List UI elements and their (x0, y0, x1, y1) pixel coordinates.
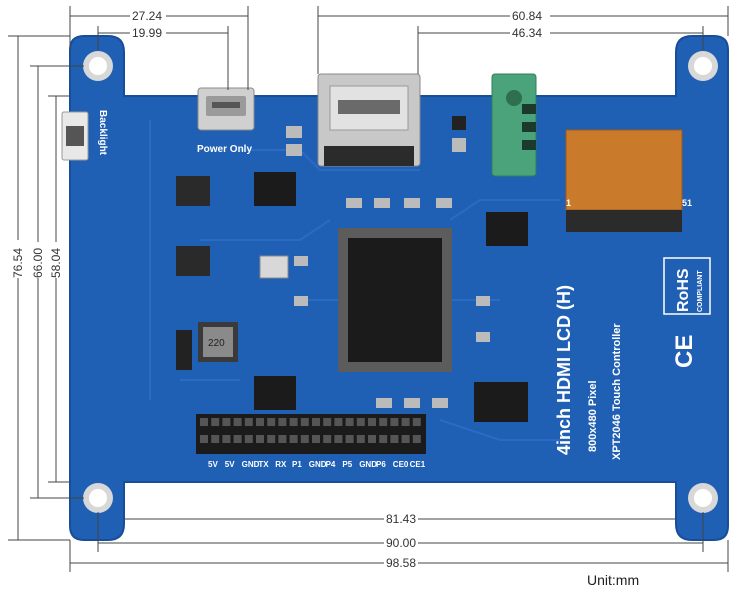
gpio-pin-hole (312, 418, 320, 426)
dim-left-middle: 66.00 (31, 248, 45, 278)
gpio-pin-hole (222, 418, 231, 426)
inductor (198, 322, 238, 362)
dim-left-inner: 58.04 (49, 248, 63, 278)
gpio-pin-hole (368, 435, 376, 443)
gpio-pin-hole (334, 418, 343, 426)
gpio-pin-hole (356, 418, 365, 426)
micro-usb-port[interactable] (197, 87, 255, 131)
ic-chips (176, 172, 528, 422)
pcb-traces (149, 120, 560, 441)
dimension-lines (8, 6, 729, 572)
gpio-pin-label: P5 (342, 460, 352, 469)
mounting-hole-bottom-left (83, 483, 113, 513)
fpc-display-connector[interactable] (562, 124, 692, 234)
gpio-pin-label: P4 (326, 460, 336, 469)
gpio-pin-hole (233, 418, 242, 426)
gpio-pin-holes (200, 418, 421, 443)
touch-controller-label: XPT2046 Touch Controller (611, 323, 623, 460)
inductor-marking: 220 (208, 338, 225, 349)
gpio-pin-hole (345, 418, 354, 426)
gpio-pin-label: GND (309, 460, 327, 469)
gpio-pin-hole (244, 435, 253, 443)
gpio-pin-label: P1 (292, 460, 302, 469)
gpio-pin-hole (200, 418, 208, 426)
ce-mark: CE (671, 335, 698, 368)
audio-jack[interactable] (491, 73, 537, 177)
dim-bottom-inner: 81.43 (386, 512, 416, 526)
unit-label: Unit:mm (587, 572, 640, 588)
gpio-pin-hole (256, 435, 264, 443)
resolution-label: 800x480 Pixel (587, 380, 599, 452)
gpio-pin-hole (211, 435, 220, 443)
dim-left-outer: 76.54 (11, 248, 25, 278)
gpio-pin-hole (289, 435, 298, 443)
backlight-label: Backlight (97, 110, 108, 156)
gpio-pin-label: GND (359, 460, 377, 469)
dim-bottom-outer: 98.58 (386, 556, 416, 570)
gpio-pin-hole (401, 418, 410, 426)
gpio-pin-label: RX (275, 460, 287, 469)
gpio-pin-hole (278, 418, 287, 426)
mounting-hole-bottom-right (688, 483, 718, 513)
connector-pin-last: 51 (682, 198, 692, 208)
gpio-pin-hole (334, 435, 343, 443)
gpio-pin-hole (300, 418, 309, 426)
product-title: 4inch HDMI LCD (H) (554, 285, 574, 455)
mounting-hole-top-left (83, 51, 113, 81)
gpio-pin-label: TX (258, 460, 269, 469)
gpio-pin-hole (267, 435, 276, 443)
gpio-pin-hole (256, 418, 264, 426)
gpio-pin-label: P6 (376, 460, 386, 469)
gpio-pin-hole (244, 418, 253, 426)
gpio-pin-hole (379, 418, 388, 426)
gpio-pin-hole (267, 418, 276, 426)
passive-components (176, 116, 490, 408)
connector-pin-first: 1 (566, 198, 571, 208)
gpio-pin-hole (390, 418, 399, 426)
dim-bottom-middle: 90.00 (386, 536, 416, 550)
hdmi-port[interactable] (317, 73, 421, 167)
gpio-pin-hole (412, 418, 421, 426)
main-chip (338, 228, 452, 372)
mounting-hole-top-right (688, 51, 718, 81)
gpio-pin-label: CE1 (410, 460, 426, 469)
dim-top-right-inner: 46.34 (512, 26, 542, 40)
rohs-compliant-label: COMPLIANT (697, 270, 704, 312)
gpio-pin-label: CE0 (393, 460, 409, 469)
backlight-switch[interactable] (61, 111, 89, 161)
gpio-pin-label: GND (242, 460, 260, 469)
gpio-pin-hole (312, 435, 320, 443)
compliance-marks (663, 257, 711, 315)
gpio-pin-hole (200, 435, 208, 443)
gpio-pin-hole (289, 418, 298, 426)
dimension-labels: 27.24 19.99 60.84 46.34 76.54 66.00 58.0… (10, 9, 550, 570)
gpio-pin-hole (323, 435, 332, 443)
rohs-mark: RoHS (675, 268, 692, 312)
gpio-pin-hole (233, 435, 242, 443)
gpio-pin-hole (379, 435, 388, 443)
power-only-label: Power Only (197, 144, 252, 155)
gpio-pin-hole (300, 435, 309, 443)
gpio-pin-hole (401, 435, 410, 443)
gpio-pin-hole (345, 435, 354, 443)
gpio-pin-hole (412, 435, 421, 443)
gpio-pin-hole (356, 435, 365, 443)
gpio-pin-hole (278, 435, 287, 443)
gpio-pin-hole (222, 435, 231, 443)
gpio-pin-hole (211, 418, 220, 426)
gpio-pin-hole (323, 418, 332, 426)
dim-top-right-outer: 60.84 (512, 9, 542, 23)
gpio-pin-hole (390, 435, 399, 443)
gpio-pin-label: 5V (208, 460, 218, 469)
dim-top-left-inner: 19.99 (132, 26, 162, 40)
dim-top-left-outer: 27.24 (132, 9, 162, 23)
gpio-pin-label: 5V (225, 460, 235, 469)
gpio-pin-hole (368, 418, 376, 426)
